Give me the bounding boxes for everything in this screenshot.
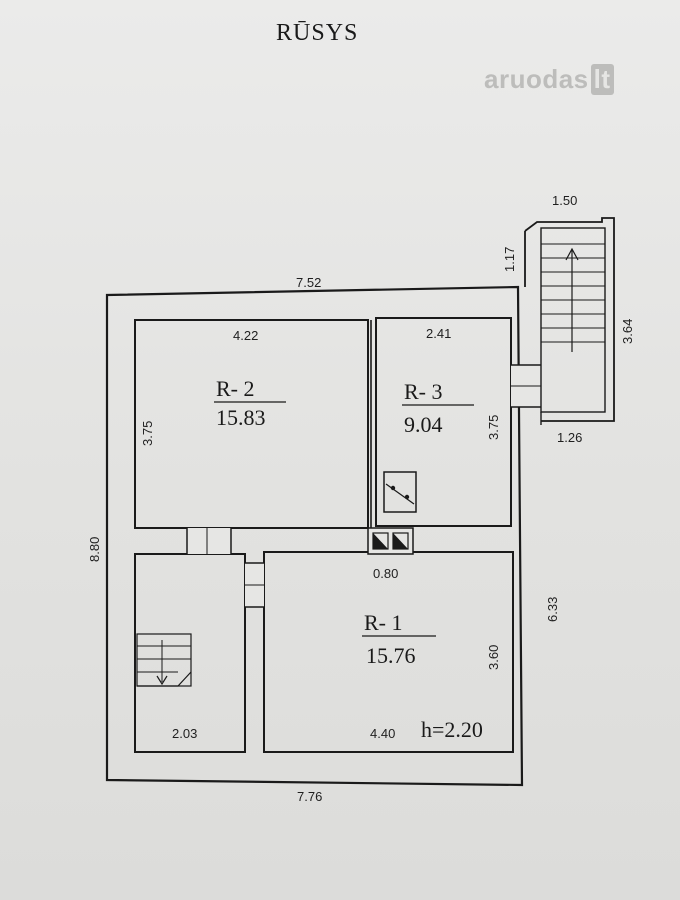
- dim-stair-width-top: 1.50: [552, 193, 577, 208]
- room-r3-outline: [375, 317, 512, 527]
- door-r3-exterior: [511, 364, 541, 408]
- dim-r1-width: 4.40: [370, 726, 395, 741]
- dim-r3-width: 2.41: [426, 326, 451, 341]
- door-stairwell-r1: [245, 562, 264, 608]
- dim-chimney-width: 0.80: [373, 566, 398, 581]
- page-title: RŪSYS: [276, 20, 359, 46]
- dim-stair-room-width: 2.03: [172, 726, 197, 741]
- dim-stair-length: 3.64: [620, 319, 635, 344]
- dim-stair-width-bottom: 1.26: [557, 430, 582, 445]
- dim-top-width: 7.52: [296, 275, 321, 290]
- boiler-icon: [383, 471, 417, 513]
- ceiling-height: h=2.20: [421, 717, 483, 742]
- internal-stair: [136, 633, 192, 687]
- dim-bottom-width: 7.76: [297, 789, 322, 804]
- chimney: [367, 527, 414, 555]
- room-r1-area: 15.76: [366, 643, 416, 668]
- watermark-text: aruodas: [484, 64, 589, 94]
- dim-r3-height: 3.75: [486, 415, 501, 440]
- room-r2-name: R- 2: [216, 376, 255, 401]
- dim-r1-height: 3.60: [486, 645, 501, 670]
- dim-r2-width: 4.22: [233, 328, 258, 343]
- room-r2-area: 15.83: [216, 405, 266, 430]
- dim-left-height: 8.80: [87, 537, 102, 562]
- dim-r2-height: 3.75: [140, 421, 155, 446]
- room-stairwell-outline: [134, 553, 246, 753]
- watermark-suffix: lt: [590, 64, 614, 95]
- room-r1-name: R- 1: [364, 610, 403, 635]
- dim-right-height: 6.33: [545, 597, 560, 622]
- room-r3-area: 9.04: [404, 412, 443, 437]
- external-stair: [524, 217, 615, 425]
- room-r3-name: R- 3: [404, 379, 443, 404]
- room-r2-outline: [134, 319, 369, 529]
- outer-wall: [105, 285, 524, 787]
- dim-stair-offset: 1.17: [502, 247, 517, 272]
- door-r2-stairwell: [186, 528, 232, 554]
